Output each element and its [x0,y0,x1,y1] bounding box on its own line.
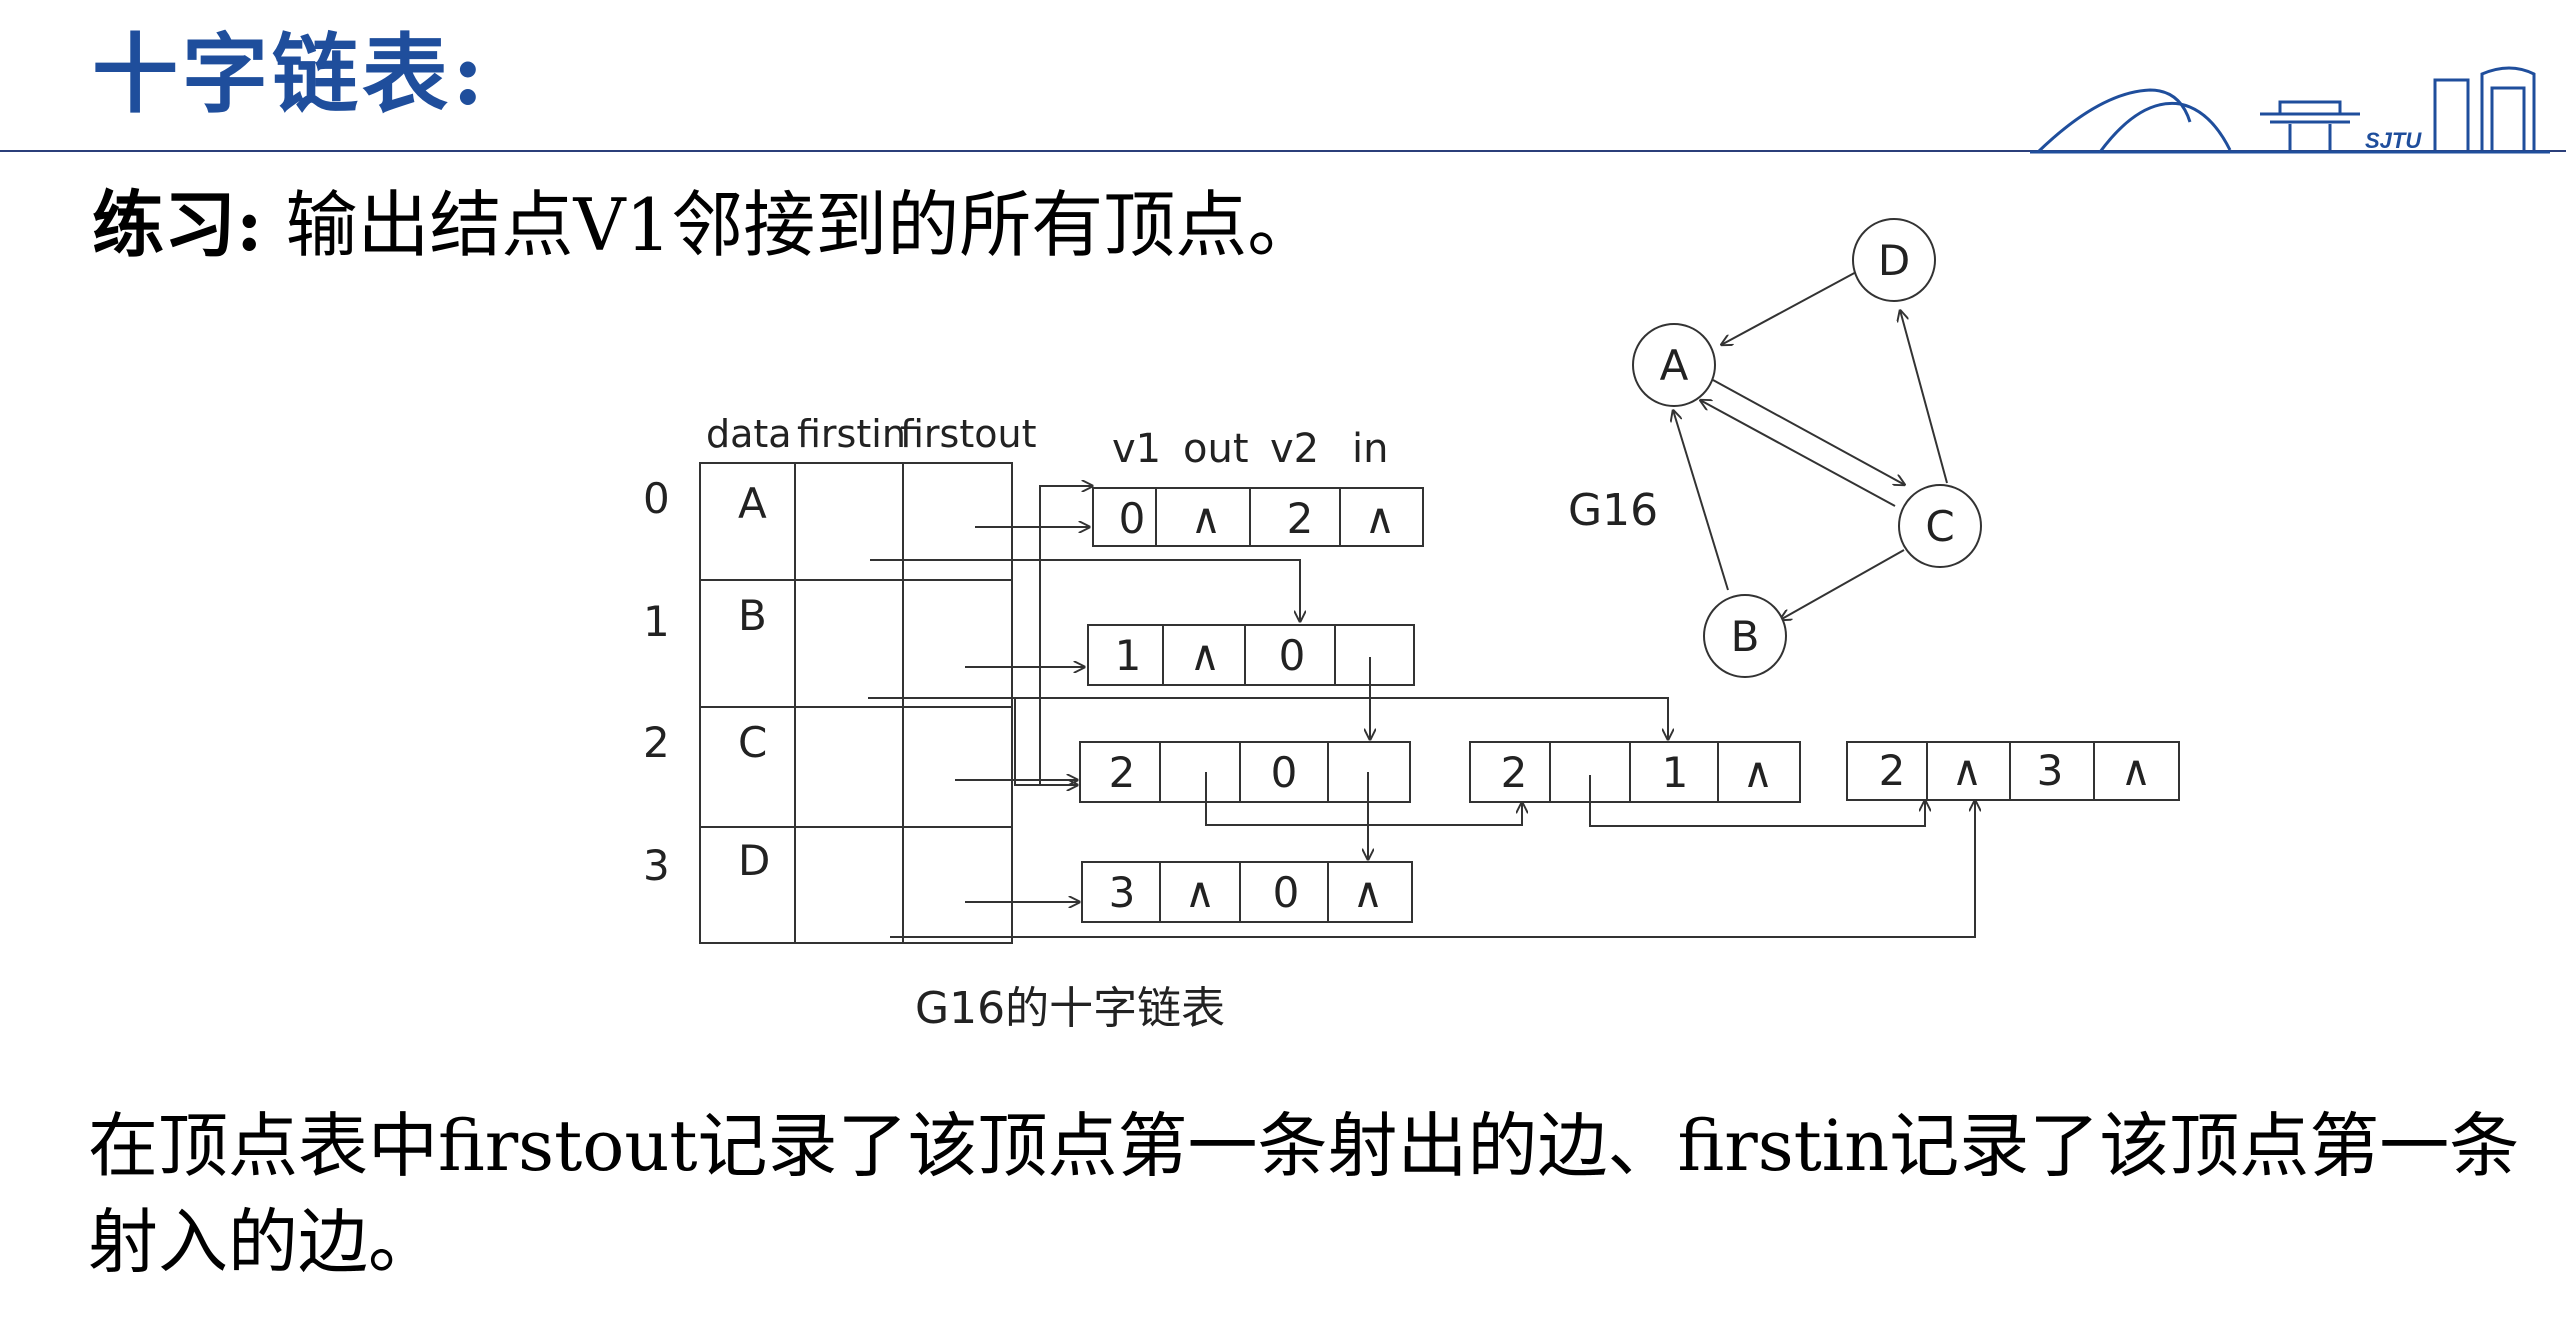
arc-v1: 2 [1879,746,1906,795]
pointer-link [870,559,1300,622]
vertex-data: A [738,479,767,528]
pointer-link [890,800,1975,938]
graph-edge [1673,410,1729,591]
arc-out: ∧ [1191,494,1222,543]
vertex-index: 3 [643,841,670,890]
arc-in: ∧ [2121,746,2152,795]
arc-out: ∧ [1952,746,1983,795]
arc-node: 1 ∧ 0 [1087,624,1415,686]
vertex-table-header-firstin: firstin [797,412,906,456]
exercise-body: 输出结点V1邻接到的所有顶点。 [285,183,1320,267]
vertex-index: 1 [643,597,670,646]
arc-v2: 2 [1287,494,1314,543]
arc-in: ∧ [1365,494,1396,543]
exercise-text: 练习: 输出结点V1邻接到的所有顶点。 [92,166,1319,271]
graph-edge [1900,310,1948,484]
arc-v1: 0 [1119,494,1146,543]
arc-out: ∧ [1185,868,1216,917]
pointer-link [1589,775,1925,827]
graph-vertex-label: A [1660,341,1689,390]
arc-v2: 0 [1279,631,1306,680]
arc-header-v1: v1 [1112,426,1161,472]
arc-header-v2: v2 [1270,426,1319,472]
logo-bridge-arc-inner [2098,101,2232,153]
arc-v2: 1 [1662,748,1689,797]
header-rule [0,150,2566,152]
arc-v1: 2 [1109,748,1136,797]
exercise-label: 练习: [92,182,263,267]
arc-node: 3 ∧ 0 ∧ [1081,861,1413,923]
graph-vertex [1632,323,1716,407]
vertex-index: 2 [643,718,670,767]
arc-v2: 0 [1273,868,1300,917]
vertex-data: C [738,718,767,767]
vertex-table-header-firstout: firstout [900,412,1037,456]
graph-vertex [1703,594,1787,678]
graph-edge [1700,400,1896,507]
graph-edge [1712,379,1905,485]
arc-header-in: in [1352,426,1388,472]
arc-node: 2 ∧ 3 ∧ [1846,741,2180,801]
arc-v1: 3 [1109,868,1136,917]
logo-text: SJTU [2365,128,2422,153]
pointer-link [868,697,1668,740]
graph-edge [1780,549,1905,620]
arc-node: 2 1 ∧ [1469,741,1801,803]
arc-in: ∧ [1353,868,1384,917]
note-text: 在顶点表中firstout记录了该顶点第一条射出的边、firstin记录了该顶点… [88,1105,2520,1283]
arc-v2: 0 [1271,748,1298,797]
pointer-link [870,697,1078,785]
university-logo: SJTU [2030,66,2550,154]
vertex-index: 0 [643,474,670,523]
arc-header-out: out [1183,426,1249,472]
graph-vertex-label: B [1731,612,1760,661]
graph-vertex-label: D [1878,236,1910,285]
graph-vertex [1898,484,1982,568]
logo-tower [2433,66,2536,150]
graph-vertex [1852,218,1936,302]
slide-title: 十字链表: [92,24,488,125]
vertex-table-frame [699,462,1013,944]
graph-g16: A B C D [1632,218,1982,678]
pointer-link [1039,486,1093,785]
arc-v2: 3 [2037,746,2064,795]
vertex-table-header-data: data [706,412,792,456]
vertex-data: B [738,591,767,640]
arc-v1: 2 [1501,748,1528,797]
vertex-data: D [738,836,770,885]
graph-vertex-label: C [1925,502,1954,551]
arc-out: ∧ [1190,631,1221,680]
arc-node: 2 0 [1079,741,1411,803]
arc-v1: 1 [1115,631,1142,680]
logo-gate [2260,100,2360,150]
arc-in: ∧ [1743,748,1774,797]
pointer-link [1205,772,1522,826]
graph-name-label: G16 [1568,485,1658,536]
arc-node: 0 ∧ 2 ∧ [1092,487,1424,547]
diagram-caption: G16的十字链表 [915,983,1226,1034]
vertex-table [699,462,1013,944]
